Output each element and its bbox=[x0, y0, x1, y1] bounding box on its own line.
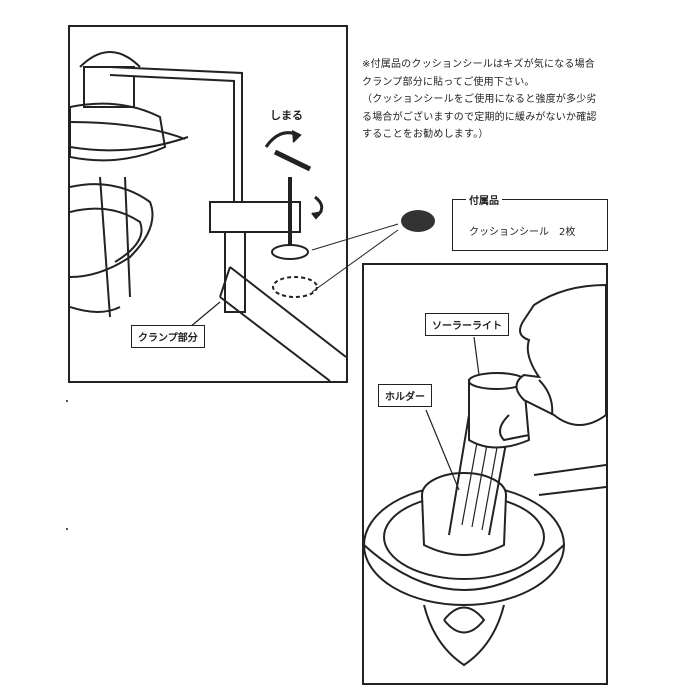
clamp-part-label: クランプ部分 bbox=[131, 325, 205, 348]
note-line: クランプ部分に貼ってご使用下さい。 bbox=[362, 76, 535, 88]
note-line: （クッションシールをご使用になると強度が多少劣 bbox=[362, 94, 597, 105]
insertion-illustration-panel bbox=[362, 263, 608, 685]
cushion-sticker-icon bbox=[401, 210, 435, 232]
clamp-illustration-panel bbox=[68, 25, 348, 383]
holder-label: ホルダー bbox=[378, 384, 432, 407]
accessory-item: クッションシール 2枚 bbox=[469, 227, 576, 238]
usage-note: ※付属品のクッションシールはキズが気になる場合 クランプ部分に貼ってご使用下さい… bbox=[362, 56, 662, 144]
note-line: ※付属品のクッションシールはキズが気になる場合 bbox=[362, 59, 595, 70]
stray-mark bbox=[66, 528, 68, 530]
stray-mark bbox=[66, 400, 68, 402]
insertion-illustration bbox=[364, 283, 606, 667]
accessory-title: 付属品 bbox=[466, 192, 502, 207]
clamp-illustration bbox=[70, 51, 346, 381]
accessory-box bbox=[452, 199, 608, 251]
solar-light-label: ソーラーライト bbox=[425, 313, 509, 336]
note-line: することをお勧めします。） bbox=[362, 129, 489, 140]
note-line: る場合がございますので定期的に緩みがないか確認 bbox=[362, 111, 597, 123]
tighten-label: しまる bbox=[270, 109, 303, 122]
